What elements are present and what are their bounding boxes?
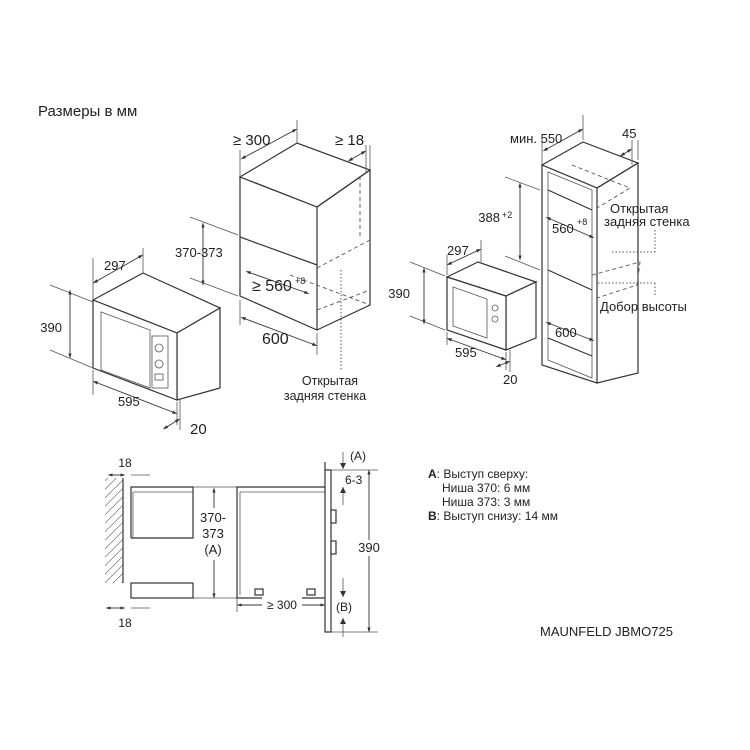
wall-depth: ≥ 300 bbox=[233, 132, 270, 149]
mw-right-height: 390 bbox=[388, 286, 410, 301]
tall-niche-width-tol: +8 bbox=[577, 217, 587, 227]
mw-left-depth: 297 bbox=[104, 258, 126, 273]
section-height: 390 bbox=[358, 540, 380, 555]
legend-a-text: : Выступ сверху: bbox=[437, 467, 529, 481]
svg-text:B: Выступ снизу: 14 мм: B: Выступ снизу: 14 мм bbox=[428, 509, 558, 523]
mw-left-width: 595 bbox=[118, 394, 140, 409]
section-mark-a: (A) bbox=[350, 449, 366, 463]
tall-niche-width: 560 bbox=[552, 221, 574, 236]
legend-b-text: : Выступ снизу: 14 мм bbox=[437, 509, 558, 523]
tall-cabinet: Открытая задняя стенка Добор высоты мин.… bbox=[478, 115, 690, 384]
tall-height-filler-note: Добор высоты bbox=[600, 299, 687, 314]
tall-depth: мин. 550 bbox=[510, 131, 562, 146]
section-niche-line1: 370- bbox=[200, 510, 226, 525]
legend-a-key: A bbox=[428, 467, 437, 481]
section-mark-b: (B) bbox=[336, 600, 352, 614]
open-back-note-line2: задняя стенка bbox=[284, 389, 366, 403]
legend: A: Выступ сверху: Ниша 370: 6 мм Ниша 37… bbox=[428, 467, 558, 523]
legend-line2: Ниша 370: 6 мм bbox=[442, 481, 530, 495]
microwave-right: 390 297 595 20 bbox=[388, 240, 538, 387]
model-name: MAUNFELD JBMO725 bbox=[540, 624, 673, 639]
section-offset: 6-3 bbox=[345, 473, 363, 487]
open-back-note-line1: Открытая bbox=[302, 374, 358, 388]
knob-icon bbox=[154, 359, 164, 369]
mw-right-depth: 297 bbox=[447, 243, 469, 258]
microwave-left: 390 297 595 20 bbox=[40, 248, 222, 438]
page-title: Размеры в мм bbox=[38, 103, 137, 120]
section-bottom-board: 18 bbox=[118, 616, 132, 630]
tall-open-back-line1: Открытая bbox=[610, 201, 668, 216]
wall-niche-width-tol: +8 bbox=[295, 276, 305, 286]
section-depth: ≥ 300 bbox=[267, 598, 297, 612]
wall-cabinet: Открытая задняя стенка ≥ 300 ≥ 18 370-37… bbox=[175, 120, 372, 403]
tall-width: 600 bbox=[555, 325, 577, 340]
wall-hatch bbox=[105, 478, 123, 583]
wall-width: 600 bbox=[262, 331, 289, 348]
legend-b-key: B bbox=[428, 509, 437, 523]
svg-text:A: Выступ сверху:: A: Выступ сверху: bbox=[428, 467, 528, 481]
tall-open-back-line2: задняя стенка bbox=[604, 214, 690, 229]
mw-right-frame: 20 bbox=[503, 372, 517, 387]
mw-left-frame: 20 bbox=[190, 421, 207, 438]
tall-niche-height: 388 bbox=[478, 210, 500, 225]
legend-line3: Ниша 373: 3 мм bbox=[442, 495, 530, 509]
mw-left-height: 390 bbox=[40, 320, 62, 335]
wall-niche-height: 370-373 bbox=[175, 245, 223, 260]
section-view: 18 18 370- 373 (A) ≥ 300 390 (A) 6-3 (B) bbox=[105, 449, 382, 637]
knob-icon bbox=[154, 343, 164, 353]
section-niche-line2: 373 bbox=[202, 526, 224, 541]
tall-side: 45 bbox=[622, 126, 636, 141]
wall-side: ≥ 18 bbox=[335, 132, 364, 149]
tall-niche-height-tol: +2 bbox=[502, 210, 512, 220]
section-top-board: 18 bbox=[118, 456, 132, 470]
wall-niche-width: ≥ 560 bbox=[252, 278, 292, 295]
section-niche-mark: (A) bbox=[204, 542, 221, 557]
mw-right-width: 595 bbox=[455, 345, 477, 360]
